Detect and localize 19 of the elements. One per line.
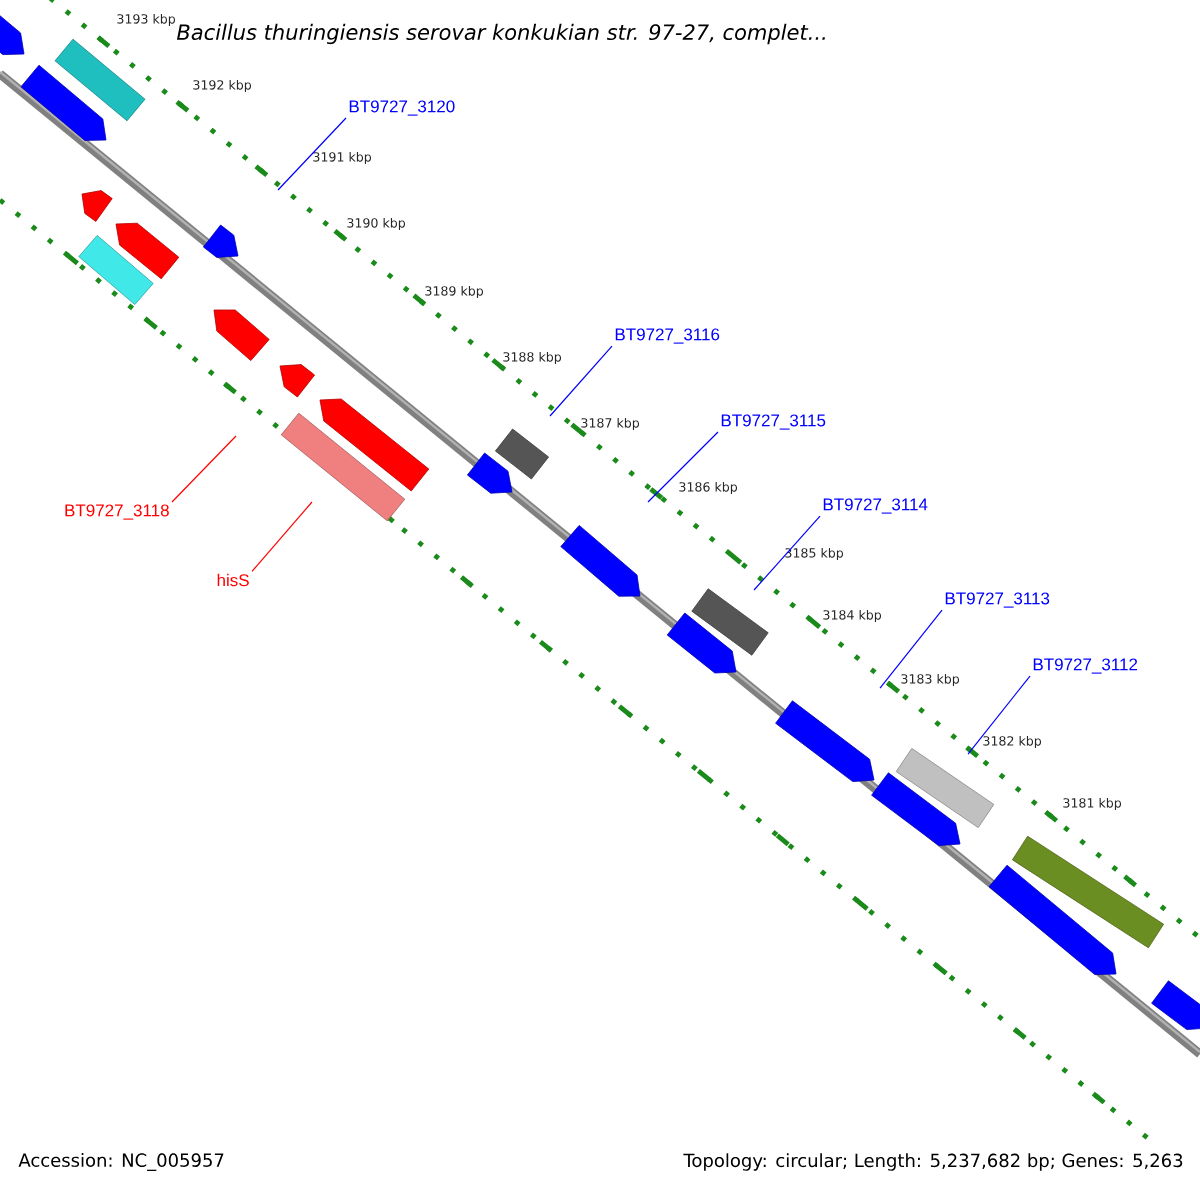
leader-line <box>753 515 821 591</box>
genome-info-text: Topology: circular; Length: 5,237,682 bp; Genes: 5,263 <box>683 1153 1183 1171</box>
gene-label: BT9727_3113 <box>945 592 1050 608</box>
leader-line <box>277 117 347 191</box>
gene-label: BT9727_3118 <box>65 504 169 520</box>
gene-label: hisS <box>217 573 249 587</box>
leader-line <box>171 435 237 503</box>
gene-label: BT9727_3120 <box>349 100 455 116</box>
leader-line <box>967 675 1031 755</box>
title: Bacillus thuringiensis serovar konkukian str. 97-27, complet... <box>176 23 825 45</box>
leader-line <box>879 609 943 689</box>
leader-line <box>549 345 613 417</box>
leader-line <box>251 501 313 572</box>
leader-line <box>647 431 719 503</box>
gene-label: BT9727_3115 <box>721 414 826 430</box>
gene-label: BT9727_3114 <box>823 498 928 514</box>
accession-text: Accession: NC_005957 <box>18 1153 224 1171</box>
gene-label: BT9727_3116 <box>615 328 720 344</box>
gene-label: BT9727_3112 <box>1033 658 1138 674</box>
